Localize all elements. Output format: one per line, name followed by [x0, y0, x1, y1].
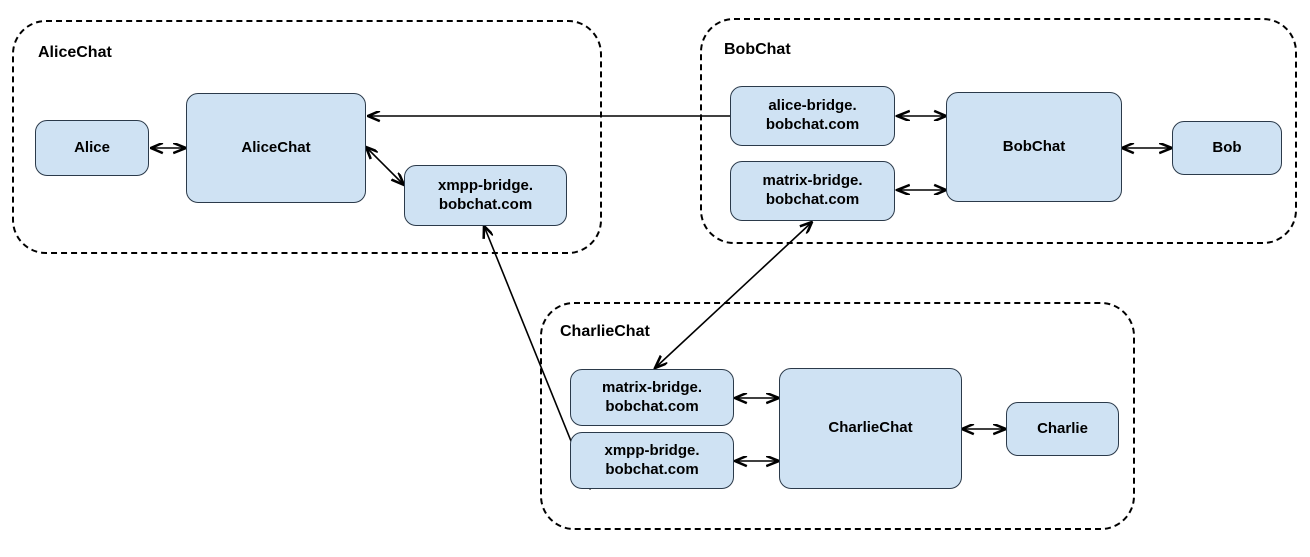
node-alicechat-server[interactable]: AliceChat: [186, 93, 366, 203]
node-label-line2: bobchat.com: [438, 195, 533, 213]
node-bob-user[interactable]: Bob: [1172, 121, 1282, 175]
domain-charliechat: [540, 302, 1135, 530]
node-label: Bob: [1212, 139, 1241, 158]
node-label-line2: bobchat.com: [765, 116, 860, 133]
domain-label-bobchat: BobChat: [724, 41, 791, 58]
node-label-line2: bobchat.com: [605, 460, 699, 478]
node-label: Alice: [74, 139, 110, 158]
node-label-line1: Charlie: [1037, 419, 1088, 437]
node-label-line1: alice-bridge.: [768, 97, 857, 115]
domain-alicechat: [12, 20, 602, 254]
node-label: AliceChat: [241, 139, 310, 158]
node-label: CharlieChat: [828, 419, 912, 438]
node-charlie-user[interactable]: Charlie: [1006, 402, 1119, 456]
node-label-line1: xmpp-bridge.: [604, 441, 700, 459]
domain-bobchat: [700, 18, 1297, 244]
node-label-line2: bobchat.com: [765, 191, 860, 208]
node-alice-xmpp-bridge[interactable]: xmpp-bridge. bobchat.com: [404, 165, 567, 226]
node-label-line1: matrix-bridge.: [601, 378, 703, 396]
node-label-line1: AliceChat: [241, 138, 311, 156]
domain-label-charliechat: CharlieChat: [560, 323, 650, 340]
node-bobchat-server[interactable]: BobChat: [946, 92, 1122, 202]
node-label-line1: CharlieChat: [828, 419, 913, 437]
node-label: BobChat: [1003, 138, 1066, 157]
node-label: matrix-bridge. bobchat.com: [762, 172, 862, 210]
node-charlie-xmpp-bridge[interactable]: xmpp-bridge. bobchat.com: [570, 432, 734, 489]
node-label: xmpp-bridge. bobchat.com: [604, 442, 699, 480]
node-label: alice-bridge. bobchat.com: [766, 97, 859, 135]
node-label-line1: Alice: [74, 138, 110, 156]
node-label-line1: matrix-bridge.: [762, 172, 863, 190]
node-label-line1: xmpp-bridge.: [437, 176, 533, 194]
node-bob-matrix-bridge[interactable]: matrix-bridge. bobchat.com: [730, 161, 895, 221]
node-label: Charlie: [1037, 420, 1088, 439]
node-label-line1: BobChat: [1002, 137, 1066, 155]
node-charliechat-server[interactable]: CharlieChat: [779, 368, 962, 489]
node-label: xmpp-bridge. bobchat.com: [438, 177, 533, 215]
node-label-line1: Bob: [1212, 138, 1242, 156]
node-bob-alice-bridge[interactable]: alice-bridge. bobchat.com: [730, 86, 895, 146]
node-label-line2: bobchat.com: [605, 397, 699, 415]
node-alice-user[interactable]: Alice: [35, 120, 149, 176]
domain-label-alicechat: AliceChat: [38, 44, 112, 61]
node-charlie-matrix-bridge[interactable]: matrix-bridge. bobchat.com: [570, 369, 734, 426]
node-label: matrix-bridge. bobchat.com: [602, 379, 702, 417]
